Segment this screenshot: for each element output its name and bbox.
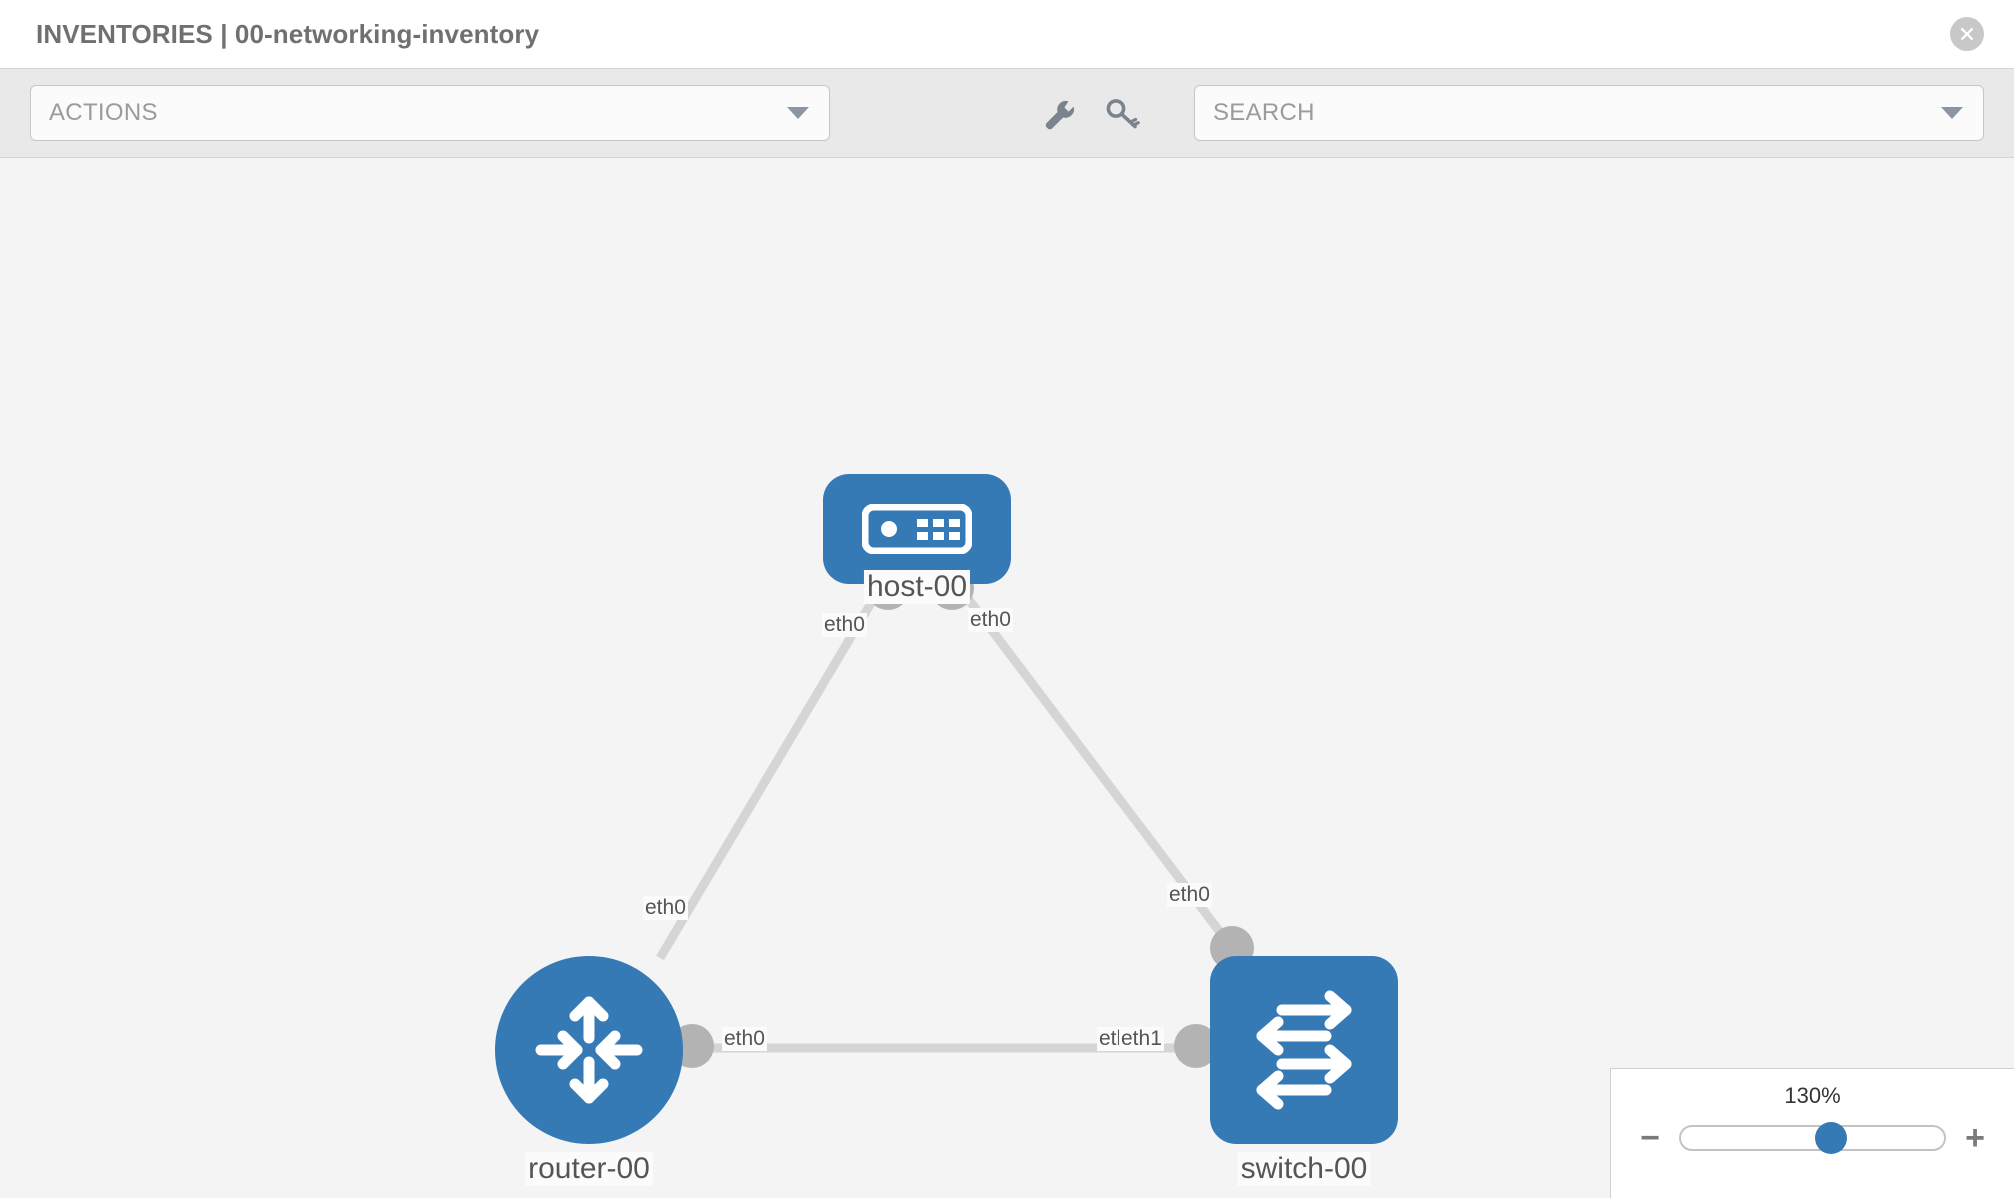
- edge-host-router[interactable]: [656, 585, 884, 961]
- topology-edges: [656, 566, 1254, 1068]
- topology-node-router-00[interactable]: router-00: [495, 956, 683, 1186]
- page-header: INVENTORIES | 00-networking-inventory: [0, 0, 2014, 68]
- topology-node-switch-00[interactable]: switch-00: [1210, 956, 1398, 1186]
- search-input[interactable]: SEARCH: [1194, 85, 1984, 141]
- wrench-icon[interactable]: [1032, 87, 1084, 139]
- node-label-router-00: router-00: [525, 1152, 653, 1186]
- switch-icon: [1210, 956, 1398, 1144]
- zoom-slider[interactable]: [1679, 1122, 1946, 1154]
- node-label-switch-00: switch-00: [1237, 1152, 1371, 1186]
- toolbar: ACTIONS SEARCH: [0, 68, 2014, 158]
- zoom-percent-label: 130%: [1784, 1083, 1841, 1108]
- server-icon: [823, 474, 1011, 584]
- close-icon[interactable]: [1950, 17, 1984, 51]
- chevron-down-icon: [1941, 107, 1963, 119]
- connector-switch-west[interactable]: [1174, 1024, 1218, 1068]
- interface-label: eth0: [643, 896, 688, 920]
- actions-dropdown[interactable]: ACTIONS: [30, 85, 830, 141]
- zoom-in-button[interactable]: +: [1965, 1119, 1985, 1157]
- interface-label: eth0: [722, 1027, 767, 1051]
- interface-label: eth1: [1119, 1027, 1164, 1051]
- zoom-control[interactable]: 130% − +: [1610, 1068, 2014, 1198]
- topology-node-host-00[interactable]: host-00: [823, 474, 1011, 604]
- interface-label: eth0: [1167, 883, 1212, 907]
- router-icon: [495, 956, 683, 1144]
- zoom-row: − +: [1611, 1121, 2014, 1155]
- breadcrumb: INVENTORIES | 00-networking-inventory: [36, 18, 540, 49]
- topology-canvas[interactable]: host-00 rout: [0, 158, 2014, 1198]
- key-icon[interactable]: [1096, 87, 1148, 139]
- node-label-host-00: host-00: [863, 570, 971, 604]
- interface-label: eth0: [822, 613, 867, 637]
- zoom-out-button[interactable]: −: [1640, 1119, 1660, 1157]
- chevron-down-icon: [787, 107, 809, 119]
- zoom-slider-thumb[interactable]: [1814, 1122, 1847, 1154]
- actions-dropdown-label: ACTIONS: [49, 99, 158, 126]
- interface-label: eth0: [968, 608, 1013, 632]
- search-placeholder: SEARCH: [1213, 99, 1315, 126]
